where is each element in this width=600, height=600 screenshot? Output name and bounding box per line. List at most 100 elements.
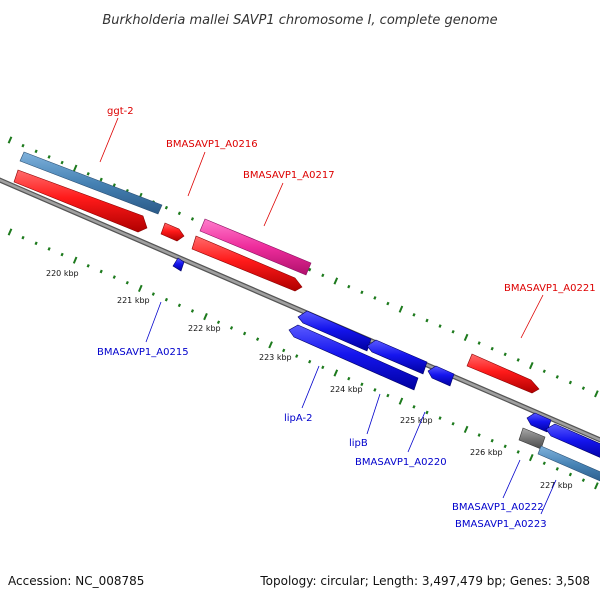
minor-tick xyxy=(516,450,520,454)
minor-tick xyxy=(477,341,481,345)
minor-tick xyxy=(542,369,546,374)
scale-labels: 220 kbp 221 kbp 222 kbp 223 kbp 224 kbp … xyxy=(46,269,573,490)
backbone xyxy=(0,177,600,443)
gene-blue-edge[interactable] xyxy=(545,423,600,460)
minor-tick xyxy=(581,478,586,482)
gene-BMASAVP1-A0215[interactable] xyxy=(172,257,185,272)
gene-BMASAVP1-A0217[interactable] xyxy=(199,218,312,276)
gene-blue-mid[interactable] xyxy=(366,339,428,375)
minor-tick xyxy=(516,358,520,362)
minor-tick xyxy=(112,183,116,187)
major-tick xyxy=(7,136,13,144)
minor-tick xyxy=(581,386,586,390)
major-tick xyxy=(594,482,599,490)
gene-labels: ggt-2 BMASAVP1_A0216 BMASAVP1_A0217 BMAS… xyxy=(97,106,596,530)
major-tick xyxy=(528,453,534,462)
label-BMASAVP1-A0217[interactable]: BMASAVP1_A0217 xyxy=(243,170,335,181)
accession-text: Accession: NC_008785 xyxy=(8,574,145,588)
minor-tick xyxy=(555,467,559,471)
label-BMASAVP1-A0215[interactable]: BMASAVP1_A0215 xyxy=(97,347,189,358)
minor-tick xyxy=(125,280,129,285)
minor-tick xyxy=(568,472,573,477)
major-tick xyxy=(268,341,273,349)
major-tick xyxy=(137,284,143,293)
minor-tick xyxy=(177,303,182,308)
minor-tick xyxy=(386,393,390,398)
minor-tick xyxy=(99,269,103,274)
label-BMASAVP1-A0221[interactable]: BMASAVP1_A0221 xyxy=(504,283,596,294)
label-BMASAVP1-A0222[interactable]: BMASAVP1_A0222 xyxy=(452,502,544,513)
leader-lines xyxy=(99,117,557,515)
minor-tick xyxy=(34,241,38,246)
minor-tick xyxy=(255,337,260,341)
major-tick xyxy=(463,425,469,434)
minor-tick xyxy=(151,292,155,296)
gene-lipA-2[interactable] xyxy=(297,310,372,352)
minor-tick xyxy=(242,331,247,336)
reverse-features xyxy=(172,257,600,484)
minor-tick xyxy=(360,290,364,295)
minor-tick xyxy=(438,324,442,328)
tick-label: 221 kbp xyxy=(117,296,150,305)
gene-BMASAVP1-A0223[interactable] xyxy=(537,445,600,484)
gene-BMASAVP1-A0222[interactable] xyxy=(526,412,552,433)
label-BMASAVP1-A0216[interactable]: BMASAVP1_A0216 xyxy=(166,139,258,150)
major-tick xyxy=(398,305,404,313)
major-tick xyxy=(463,333,469,342)
minor-tick xyxy=(321,273,325,278)
minor-tick xyxy=(451,421,455,426)
minor-tick xyxy=(60,160,64,165)
minor-tick xyxy=(425,410,429,415)
minor-tick xyxy=(542,461,546,466)
minor-tick xyxy=(47,155,51,159)
tick-label: 222 kbp xyxy=(188,324,221,333)
gene-red-2[interactable] xyxy=(191,235,303,292)
minor-tick xyxy=(190,217,195,221)
gene-red-1[interactable] xyxy=(13,169,148,233)
map-title: Burkholderia mallei SAVP1 chromosome I, … xyxy=(102,13,497,28)
minor-tick xyxy=(347,376,351,381)
minor-tick xyxy=(216,320,221,325)
major-tick xyxy=(333,369,339,377)
genome-stats-text: Topology: circular; Length: 3,497,479 bp… xyxy=(260,574,590,588)
minor-tick xyxy=(503,444,507,449)
major-tick xyxy=(203,312,208,321)
inner-tick-track xyxy=(7,228,599,490)
minor-tick xyxy=(373,388,377,392)
minor-tick xyxy=(308,359,312,364)
minor-tick xyxy=(60,252,64,257)
minor-tick xyxy=(21,235,25,240)
minor-tick xyxy=(86,264,90,268)
minor-tick xyxy=(412,313,416,317)
minor-tick xyxy=(555,375,559,379)
minor-tick xyxy=(373,296,377,300)
minor-tick xyxy=(86,172,90,176)
label-BMASAVP1-A0220[interactable]: BMASAVP1_A0220 xyxy=(355,457,447,468)
minor-tick xyxy=(229,326,234,330)
minor-tick xyxy=(438,416,442,420)
major-tick xyxy=(333,277,339,285)
label-BMASAVP1-A0223[interactable]: BMASAVP1_A0223 xyxy=(455,519,547,530)
minor-tick xyxy=(21,143,25,148)
minor-tick xyxy=(112,275,116,279)
label-ggt-2[interactable]: ggt-2 xyxy=(107,106,134,117)
minor-tick xyxy=(568,380,573,385)
minor-tick xyxy=(47,247,51,251)
gene-ggt-2[interactable] xyxy=(19,151,163,215)
gene-lipB[interactable] xyxy=(288,324,419,391)
forward-features xyxy=(13,151,540,394)
major-tick xyxy=(72,256,78,264)
minor-tick xyxy=(360,382,364,387)
tick-label: 220 kbp xyxy=(46,269,79,278)
minor-tick xyxy=(190,309,195,313)
label-lipA-2[interactable]: lipA-2 xyxy=(284,413,313,424)
gene-BMASAVP1-A0216[interactable] xyxy=(160,222,185,242)
minor-tick xyxy=(425,318,429,323)
major-tick xyxy=(7,228,13,236)
label-lipB[interactable]: lipB xyxy=(349,438,368,449)
gene-BMASAVP1-A0221[interactable] xyxy=(466,353,540,394)
gene-BMASAVP1-A0220[interactable] xyxy=(427,365,455,387)
minor-tick xyxy=(490,346,494,351)
minor-tick xyxy=(490,438,494,443)
